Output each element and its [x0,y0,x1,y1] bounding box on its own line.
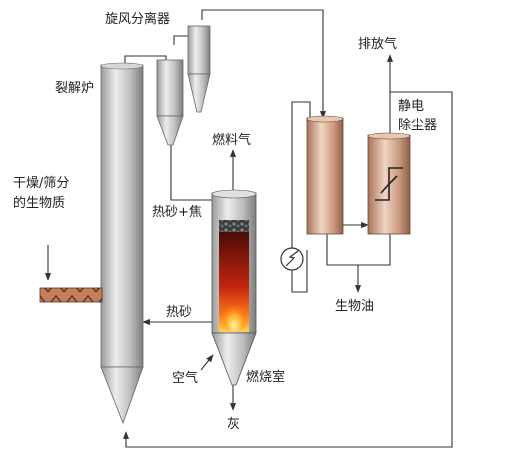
label-bio-oil: 生物油 [335,299,374,314]
combustor [211,189,257,386]
label-cyclone: 旋风分离器 [105,11,170,27]
labels: 旋风分离器 裂解炉 干燥/筛分 的生物质 燃料气 热砂+焦 热砂 空气 燃烧室 … [13,11,437,432]
label-feed-line2: 的生物质 [13,195,65,211]
cyclone-separator-2 [187,25,211,113]
cyclone-separator-1 [156,59,184,146]
label-combustor: 燃烧室 [246,369,285,385]
label-esp-line1: 静电 [398,99,424,114]
condenser [306,115,344,235]
pyrolyzer-reactor [100,62,144,425]
heat-exchanger-icon [280,247,304,271]
label-air: 空气 [172,370,198,386]
label-pyrolyzer: 裂解炉 [55,81,94,96]
label-hot-sand: 热砂 [166,305,192,320]
label-ash: 灰 [227,417,240,432]
feed-screw-conveyor [39,287,103,303]
electrostatic-precipitator [367,132,411,235]
label-esp-line2: 除尘器 [398,118,437,133]
flow-lines [44,9,453,448]
label-feed-line1: 干燥/筛分 [13,176,69,191]
label-fuel-gas: 燃料气 [212,132,251,148]
label-exhaust: 排放气 [358,36,397,52]
label-hot-sand-char: 热砂+焦 [152,205,202,220]
